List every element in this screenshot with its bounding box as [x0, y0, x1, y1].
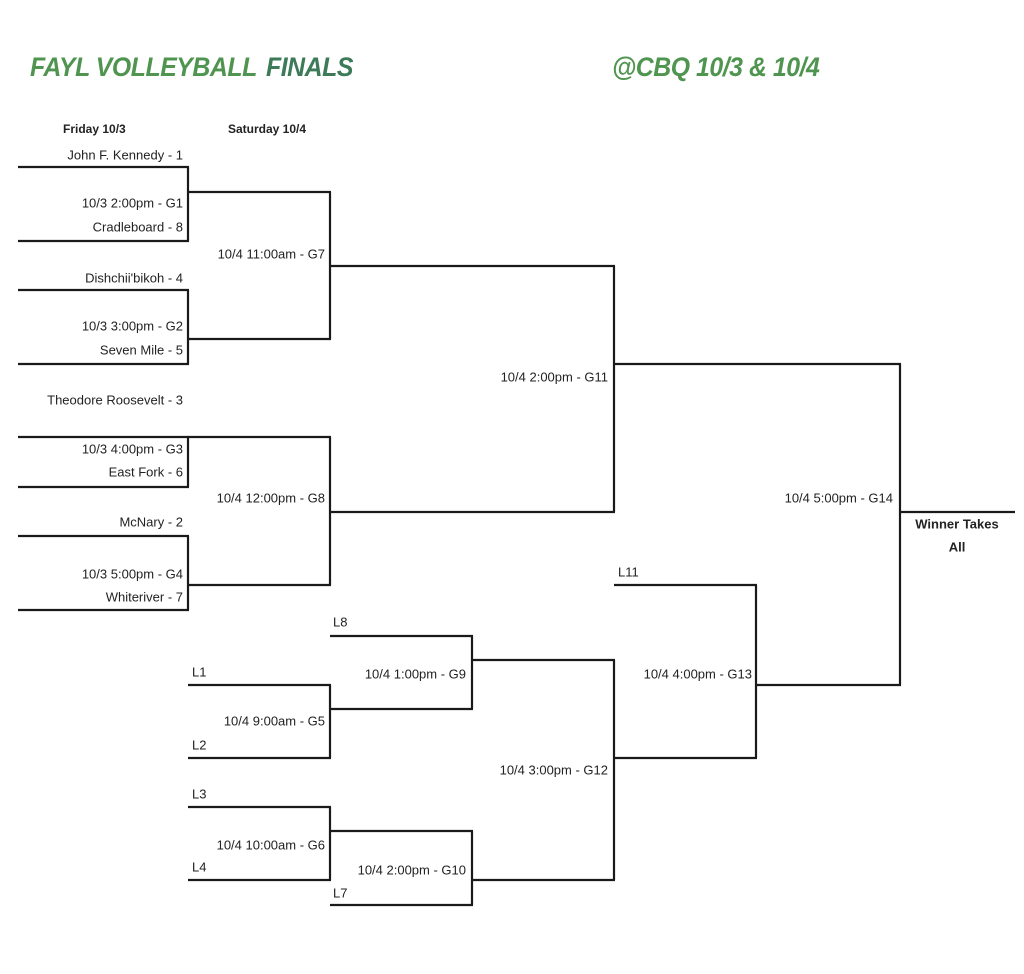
- game-label: 10/4 10:00am - G6: [216, 837, 325, 853]
- venue-dates: @CBQ 10/3 & 10/4: [612, 52, 820, 82]
- game-label: 10/3 2:00pm - G1: [81, 195, 183, 211]
- loser-label: L1: [192, 664, 207, 680]
- title-text: FAYL VOLLEYBALL: [30, 52, 257, 82]
- loser-label: L7: [333, 885, 348, 901]
- team-label: John F. Kennedy - 1: [67, 147, 183, 163]
- game-label: 10/4 12:00pm - G8: [216, 490, 325, 506]
- game-label: 10/3 5:00pm - G4: [81, 566, 183, 582]
- team-label: McNary - 2: [119, 514, 183, 530]
- game-label: 10/4 2:00pm - G10: [357, 862, 466, 878]
- day-header-saturday: Saturday 10/4: [228, 122, 307, 136]
- game-label: 10/4 5:00pm - G14: [784, 490, 893, 506]
- event-title: FAYL VOLLEYBALL FINALS: [30, 52, 353, 83]
- loser-label: L3: [192, 786, 207, 802]
- team-label: Whiteriver - 7: [105, 589, 183, 605]
- game-label: 10/4 3:00pm - G12: [499, 762, 608, 778]
- final-label: All: [948, 539, 966, 555]
- day-header-friday: Friday 10/3: [63, 122, 126, 136]
- loser-label: L4: [192, 859, 207, 875]
- game-label: 10/3 4:00pm - G3: [81, 441, 183, 457]
- team-label: Theodore Roosevelt - 3: [47, 392, 183, 408]
- team-label: East Fork - 6: [108, 464, 183, 480]
- game-label: 10/4 1:00pm - G9: [364, 666, 466, 682]
- game-label: 10/3 3:00pm - G2: [81, 318, 183, 334]
- team-label: Cradleboard - 8: [92, 219, 183, 235]
- game-label: 10/4 2:00pm - G11: [500, 369, 608, 385]
- game-label: 10/4 11:00am - G7: [217, 246, 325, 262]
- team-label: Dishchii'bikoh - 4: [85, 270, 183, 286]
- loser-label: L8: [333, 614, 348, 630]
- game-label: 10/4 9:00am - G5: [223, 713, 325, 729]
- loser-label: L2: [192, 737, 207, 753]
- loser-label: L11: [618, 564, 639, 580]
- team-label: Seven Mile - 5: [99, 342, 183, 358]
- game-label: 10/4 4:00pm - G13: [643, 666, 752, 682]
- final-label: Winner Takes: [915, 516, 999, 532]
- title-emphasis: FINALS: [265, 52, 353, 82]
